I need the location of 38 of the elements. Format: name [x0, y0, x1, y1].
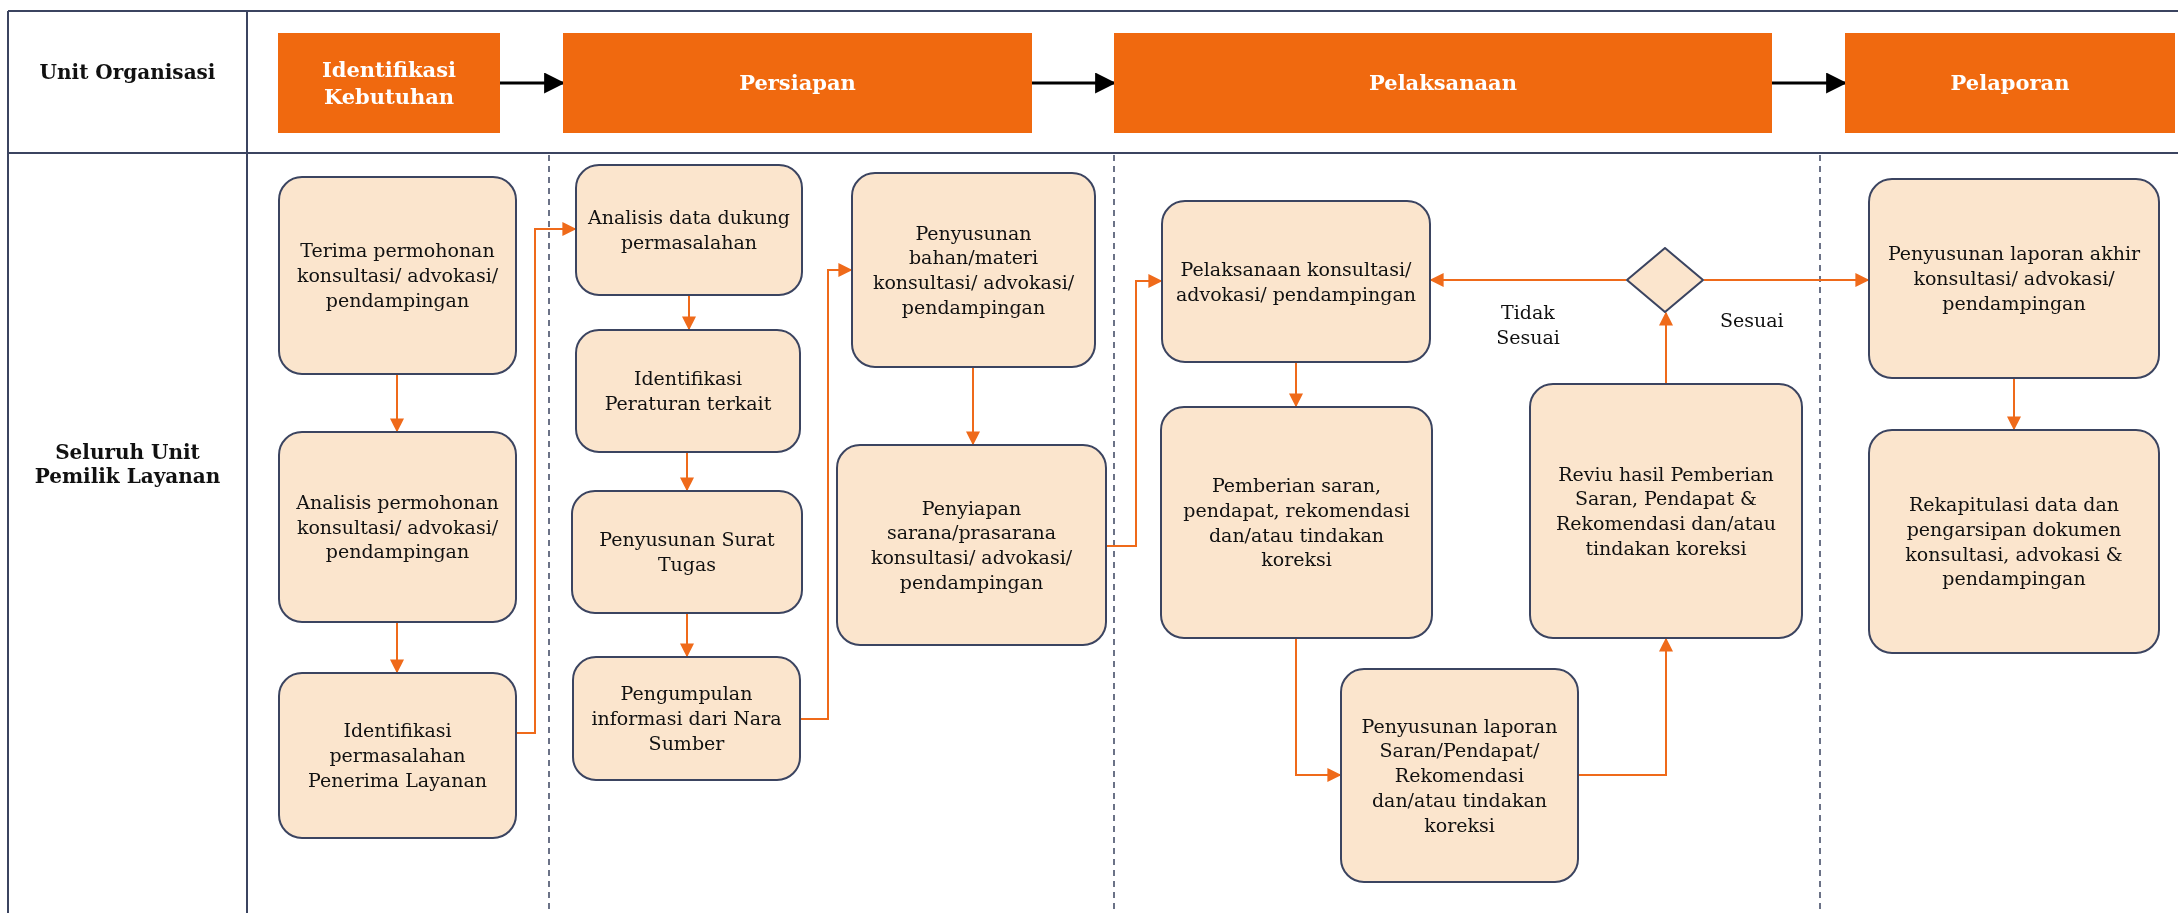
process-box: Reviu hasil Pemberian Saran, Pendapat & Rekomendasi dan/atau tindakan koreksi: [1529, 383, 1803, 639]
arrow: [800, 263, 853, 720]
process-box: Rekapitulasi data dan pengarsipan dokumen konsultasi, advokasi & pendampingan: [1868, 429, 2160, 654]
process-box: Penyiapan sarana/prasarana konsultasi/ advokasi/ pendampingan: [836, 444, 1107, 646]
process-box: Identifikasi permasalahan Penerima Layanan: [278, 672, 517, 839]
process-box: Penyusunan Surat Tugas: [571, 490, 803, 614]
arrow: [516, 222, 577, 734]
process-box: Identifikasi Peraturan terkait: [575, 329, 801, 453]
arrow: [682, 295, 696, 331]
arrow: [680, 613, 694, 658]
arrow: [1659, 311, 1673, 384]
arrow: [1289, 362, 1303, 408]
phase-header: Identifikasi Kebutuhan: [278, 33, 500, 133]
arrow: [680, 452, 694, 492]
arrow: [2007, 378, 2021, 431]
arrow: [1106, 274, 1163, 547]
decision-diamond: [1626, 247, 1704, 313]
process-box: Penyusunan laporan Saran/Pendapat/ Rekomendasi dan/atau tindakan koreksi: [1340, 668, 1579, 883]
process-box: Pengumpulan informasi dari Nara Sumber: [572, 656, 801, 781]
arrow: [966, 367, 980, 446]
arrow: [390, 374, 404, 433]
arrow: [390, 622, 404, 674]
arrow: [1578, 637, 1673, 776]
process-box: Terima permohonan konsultasi/ advokasi/ pendampingan: [278, 176, 517, 375]
process-box: Analisis data dukung permasalahan: [575, 164, 803, 296]
phase-header: Pelaksanaan: [1114, 33, 1772, 133]
lane-label: Seluruh Unit Pemilik Layanan: [33, 440, 222, 488]
process-box: Pemberian saran, pendapat, rekomendasi dan/atau tindakan koreksi: [1160, 406, 1433, 639]
process-box: Pelaksanaan konsultasi/ advokasi/ pendampingan: [1161, 200, 1431, 363]
process-box: Penyusunan laporan akhir konsultasi/ advokasi/ pendampingan: [1868, 178, 2160, 379]
process-box: Analisis permohonan konsultasi/ advokasi/ pendampingan: [278, 431, 517, 623]
lane-label: Unit Organisasi: [38, 60, 217, 84]
phase-header: Persiapan: [563, 33, 1032, 133]
arrow: [1295, 638, 1342, 782]
process-box: Penyusunan bahan/materi konsultasi/ advokasi/ pendampingan: [851, 172, 1096, 368]
arrow: [1703, 273, 1870, 287]
arrow: [1429, 273, 1627, 287]
phase-header: Pelaporan: [1845, 33, 2175, 133]
